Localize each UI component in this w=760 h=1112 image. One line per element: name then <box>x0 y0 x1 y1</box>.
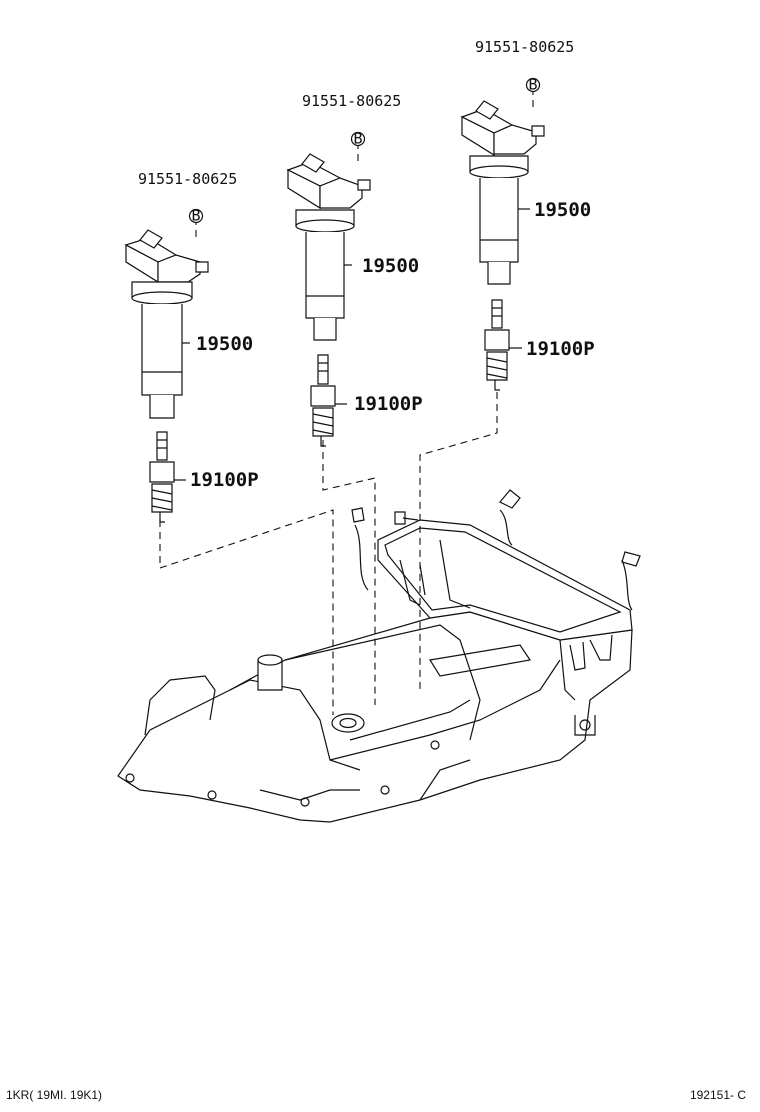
bolt-marker-left: B <box>188 207 204 225</box>
ignition-coil-left <box>124 229 209 419</box>
ignition-coil-middle <box>286 153 371 341</box>
engine-code-label: 1KR( 19MI. 19K1) <box>6 1088 103 1102</box>
coil-part-number-left: 19500 <box>196 333 253 355</box>
spark-plug-left <box>149 431 186 523</box>
bolt-part-number-right: 91551-80625 <box>475 38 574 56</box>
plug-part-number-right: 19100P <box>526 338 595 360</box>
spark-plug-middle <box>310 354 347 447</box>
bolt-marker-right: B <box>525 76 541 94</box>
plug-part-number-middle: 19100P <box>354 393 423 415</box>
coil-part-number-middle: 19500 <box>362 255 419 277</box>
cylinder-head-cover <box>117 489 641 823</box>
ignition-coil-right <box>460 100 545 285</box>
plug-part-number-left: 19100P <box>190 469 259 491</box>
bolt-marker-middle: B <box>350 130 366 148</box>
svg-text:B: B <box>353 130 362 148</box>
coil-part-number-right: 19500 <box>534 199 591 221</box>
figure-code-label: 192151- C <box>689 1088 746 1102</box>
spark-plug-right <box>484 299 522 391</box>
bolt-part-number-middle: 91551-80625 <box>302 92 401 110</box>
svg-text:B: B <box>191 207 200 225</box>
svg-text:B: B <box>528 76 537 94</box>
bolt-part-number-left: 91551-80625 <box>138 170 237 188</box>
